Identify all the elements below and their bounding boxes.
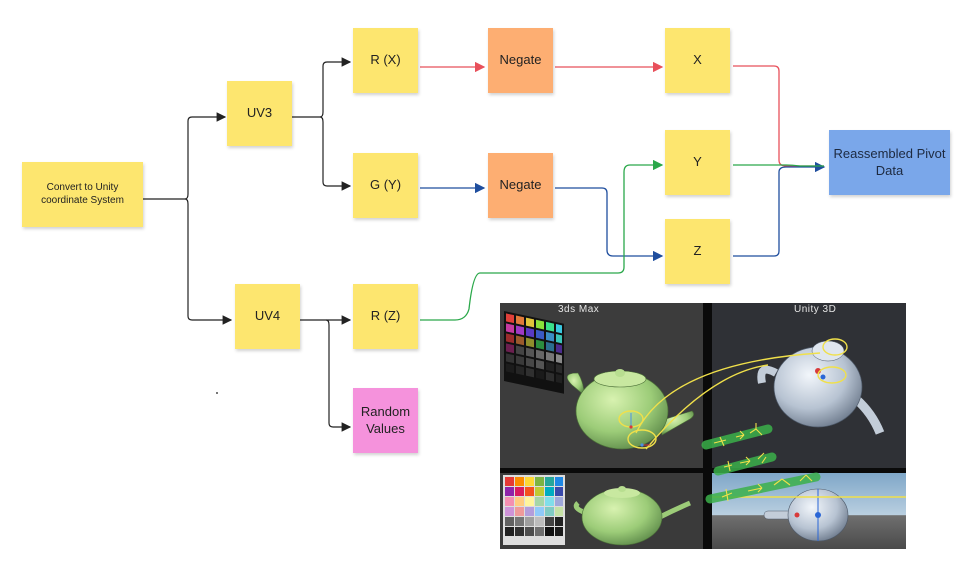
stray-dot <box>216 392 218 394</box>
node-reassembled-pivot-data: Reassembled Pivot Data <box>829 130 950 195</box>
color-grid-top <box>504 311 564 394</box>
color-grid-bottom <box>503 475 565 545</box>
teapot-unity-game <box>763 488 849 542</box>
axis-swap-strokes <box>701 423 821 504</box>
wire-uv3-gy <box>319 116 352 191</box>
node-z: Z <box>665 219 730 284</box>
wire-rz-y <box>420 159 664 321</box>
node-random-values: Random Values <box>353 388 418 453</box>
comparison-screenshot: 3ds Max Unity 3D <box>500 303 906 549</box>
pivot-gizmos <box>629 413 650 447</box>
teapot-unity-scene <box>757 340 885 435</box>
teapot-3dsmax-front <box>573 486 691 546</box>
node-r-x: R (X) <box>353 28 418 93</box>
wire-uv3-rx <box>319 57 352 118</box>
node-negate-1: Negate <box>488 28 553 93</box>
label-3ds-max: 3ds Max <box>558 304 600 315</box>
wire-x-output <box>733 65 824 167</box>
wire-uv4-random <box>325 319 352 432</box>
node-r-z: R (Z) <box>353 284 418 349</box>
wire-y-output <box>733 164 824 167</box>
wire-convert-uv4 <box>184 198 233 325</box>
node-convert: Convert to Unity coordinate System <box>22 162 143 227</box>
node-uv3: UV3 <box>227 81 292 146</box>
wire-negate-z <box>555 187 664 262</box>
node-negate-2: Negate <box>488 153 553 218</box>
node-g-y: G (Y) <box>353 153 418 218</box>
label-unity-3d: Unity 3D <box>794 304 837 315</box>
node-x: X <box>665 28 730 93</box>
wire-convert-uv3 <box>184 112 227 200</box>
wire-z-output <box>733 161 826 257</box>
comparison-illustration <box>500 303 906 549</box>
node-y: Y <box>665 130 730 195</box>
annotation-arrows <box>618 338 906 498</box>
node-uv4: UV4 <box>235 284 300 349</box>
